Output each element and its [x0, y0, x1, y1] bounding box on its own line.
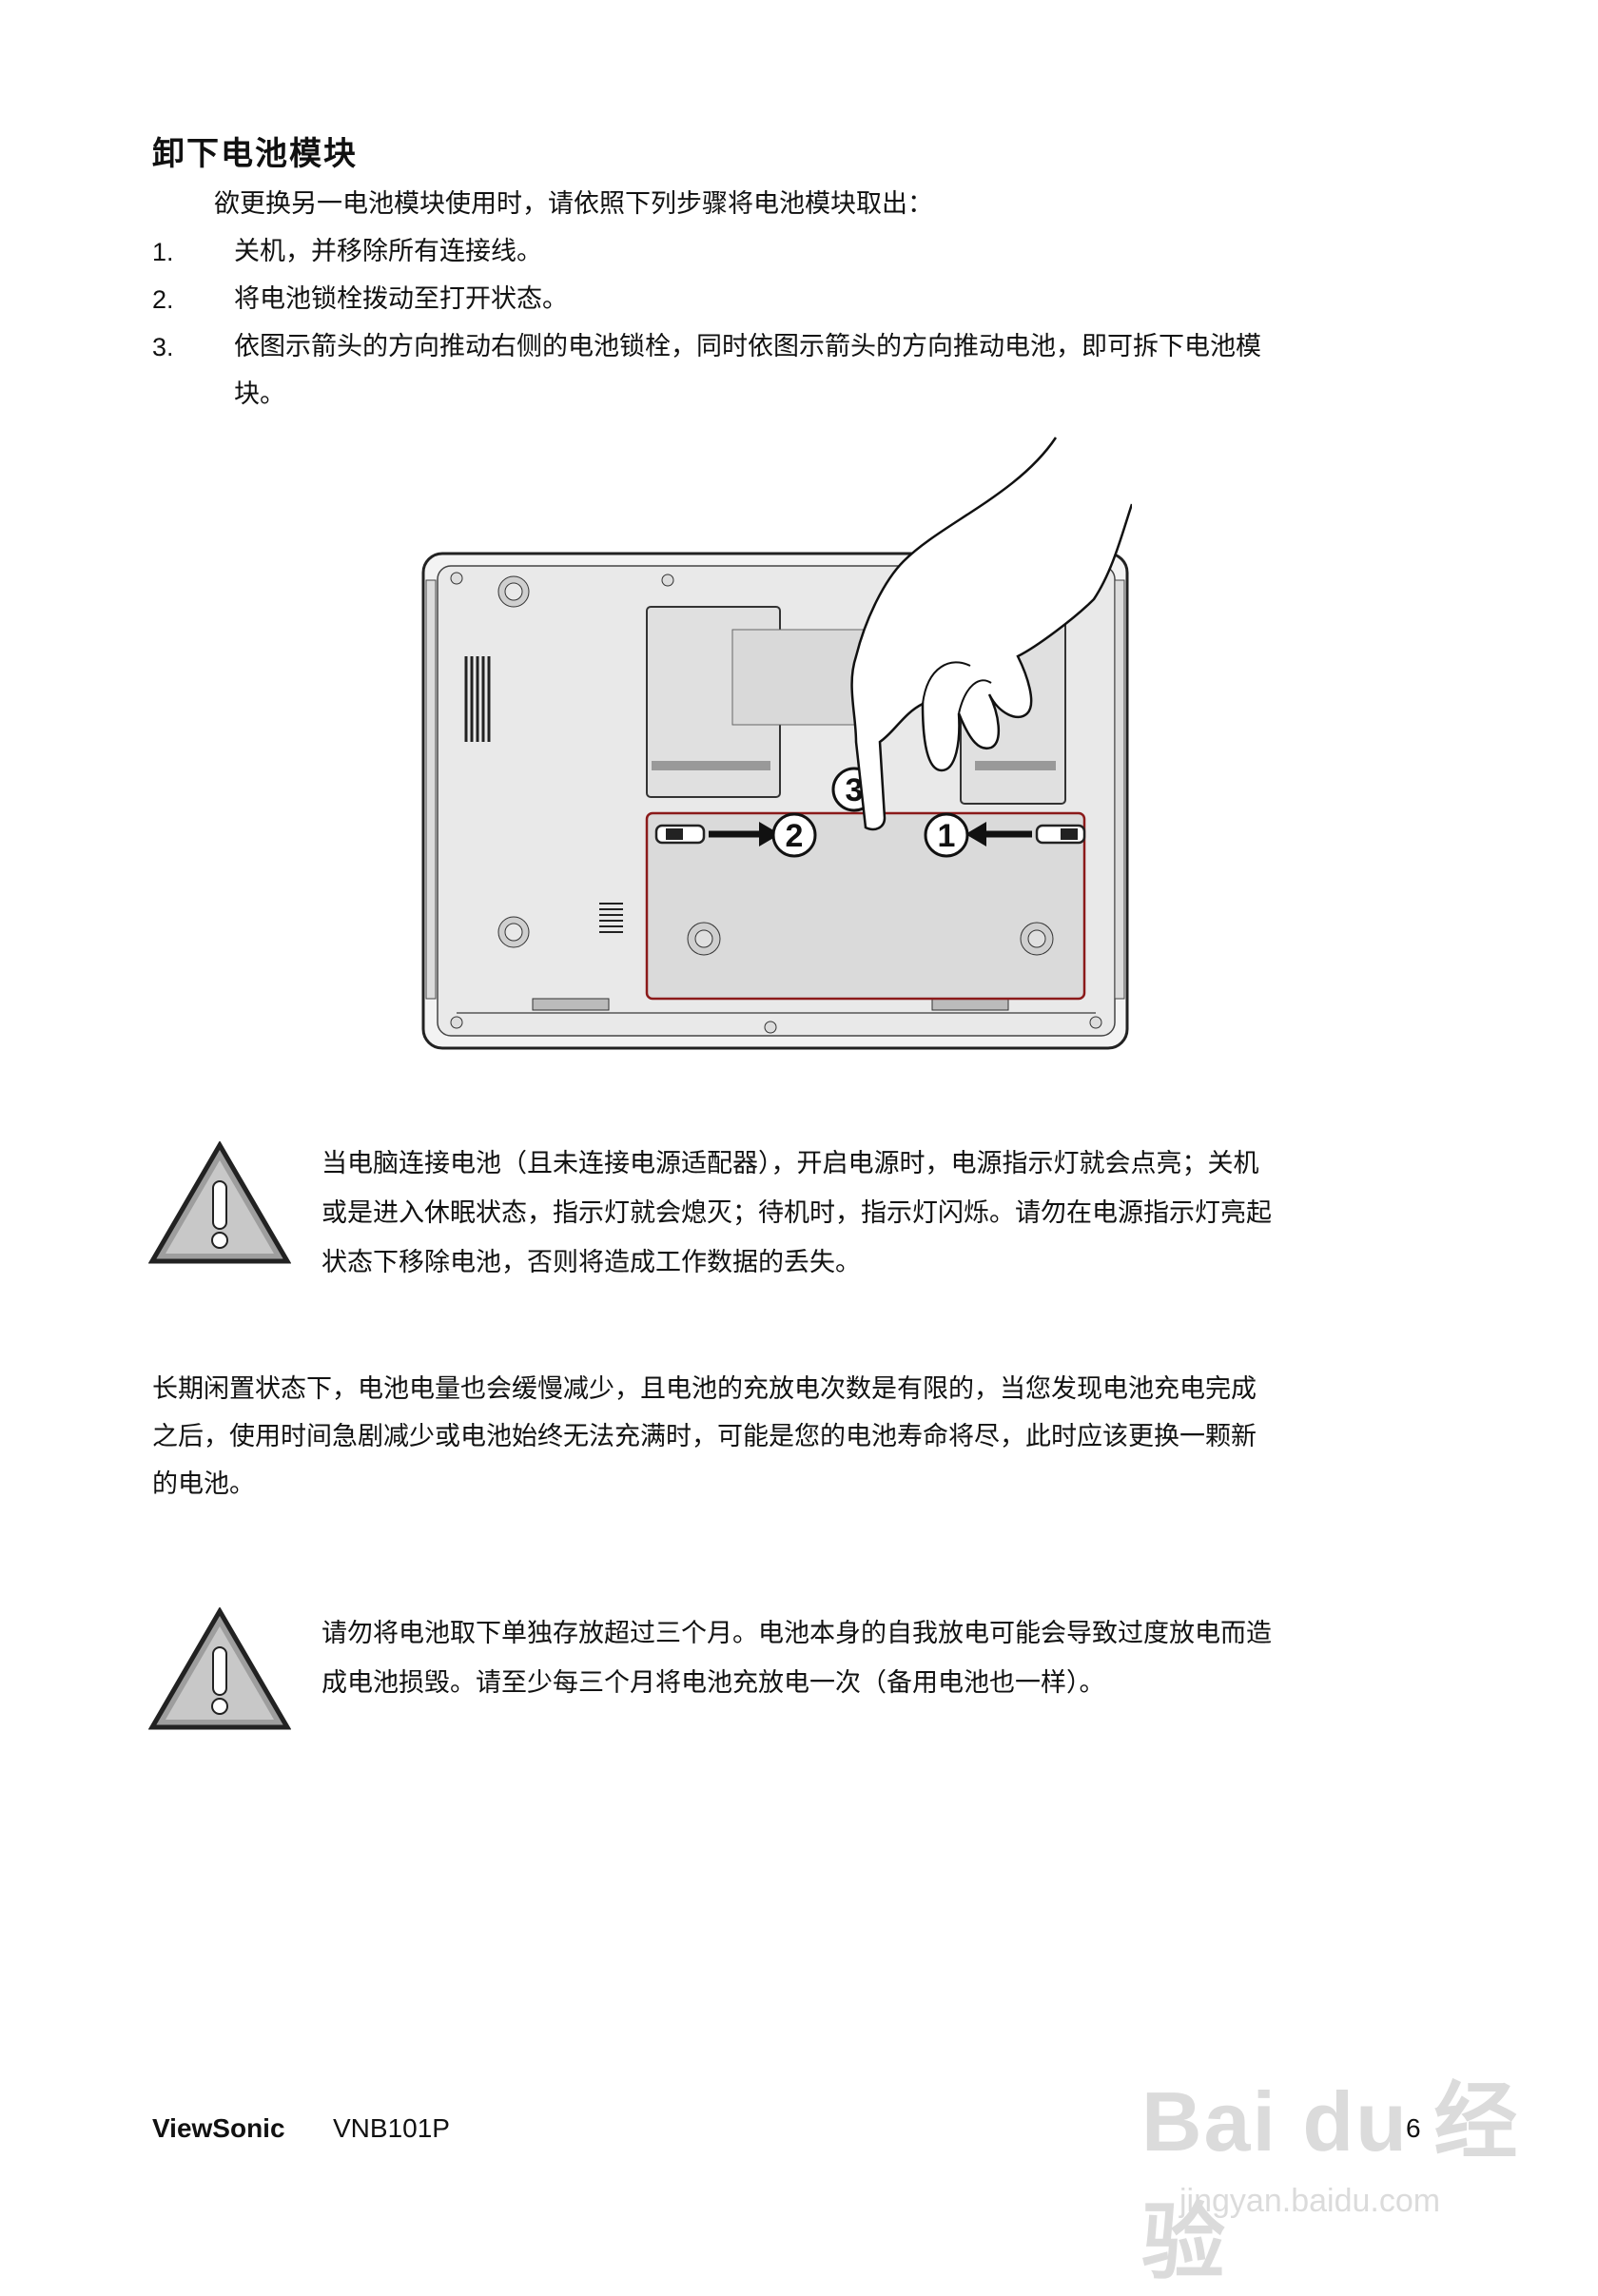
- hand-illustration: [850, 437, 1132, 831]
- warning-text-1: 当电脑连接电池（且未连接电源适配器），开启电源时，电源指示灯就会点亮；关机 或是…: [322, 1139, 1453, 1288]
- svg-text:1: 1: [938, 818, 956, 854]
- svg-text:2: 2: [786, 818, 804, 854]
- step-number: 1.: [152, 238, 174, 266]
- step-number: 3.: [152, 333, 174, 361]
- warning-triangle-icon: [148, 1141, 291, 1264]
- rubber-foot: [497, 575, 530, 948]
- warning-line: 成电池损毁。请至少每三个月将电池充放电一次（备用电池也一样）。: [322, 1668, 1105, 1698]
- warning-line: 当电脑连接电池（且未连接电源适配器），开启电源时，电源指示灯就会点亮；关机: [322, 1149, 1259, 1178]
- section-heading: 卸下电池模块: [152, 135, 358, 173]
- step-text: 将电池锁栓拨动至打开状态。: [234, 284, 568, 314]
- warning-text-2: 请勿将电池取下单独存放超过三个月。电池本身的自我放电可能会导致过度放电而造 成电…: [322, 1609, 1453, 1708]
- step-text-line-2: 块。: [234, 379, 285, 409]
- screw: [450, 572, 1102, 1034]
- step-number: 2.: [152, 285, 174, 314]
- battery-life-paragraph: 长期闲置状态下，电池电量也会缓慢减少，且电池的充放电次数是有限的，当您发现电池充…: [152, 1366, 1455, 1508]
- paragraph-line: 长期闲置状态下，电池电量也会缓慢减少，且电池的充放电次数是有限的，当您发现电池充…: [152, 1374, 1257, 1404]
- step-text: 关机，并移除所有连接线。: [234, 237, 542, 266]
- watermark-url: jingyan.baidu.com: [1179, 2183, 1441, 2219]
- footer-model: VNB101P: [333, 2113, 450, 2143]
- paragraph-line: 之后，使用时间急剧减少或电池始终无法充满时，可能是您的电池寿命将尽，此时应该更换…: [152, 1422, 1257, 1451]
- baidu-watermark: Bai du 经验 jingyan.baidu.com: [1141, 2016, 1550, 2289]
- intro-text: 欲更换另一电池模块使用时，请依照下列步骤将电池模块取出：: [214, 189, 933, 219]
- battery-removal-illustration: 2 1 3: [421, 437, 1132, 1050]
- warning-line: 请勿将电池取下单独存放超过三个月。电池本身的自我放电可能会导致过度放电而造: [322, 1619, 1272, 1648]
- warning-line: 状态下移除电池，否则将造成工作数据的丢失。: [322, 1248, 861, 1277]
- paragraph-line: 的电池。: [152, 1469, 255, 1499]
- step-3: 3. 依图示箭头的方向推动右侧的电池锁栓，同时依图示箭头的方向推动电池，即可拆下…: [152, 323, 1446, 418]
- step-text-line-1: 依图示箭头的方向推动右侧的电池锁栓，同时依图示箭头的方向推动电池，即可拆下电池模: [234, 332, 1261, 361]
- battery-foot: [687, 922, 1054, 956]
- page-number: 6: [1406, 2113, 1421, 2143]
- watermark-logo-text: Bai du 经验: [1141, 2074, 1520, 2289]
- callout-2: 2: [771, 812, 817, 858]
- svg-text:3: 3: [846, 772, 864, 808]
- footer-brand: ViewSonic: [152, 2113, 285, 2143]
- warning-triangle-icon: [148, 1607, 291, 1730]
- vent-grille: [464, 656, 491, 742]
- warning-line: 或是进入休眠状态，指示灯就会熄灭；待机时，指示灯闪烁。请勿在电源指示灯亮起: [322, 1198, 1272, 1228]
- callout-1: 1: [924, 812, 969, 858]
